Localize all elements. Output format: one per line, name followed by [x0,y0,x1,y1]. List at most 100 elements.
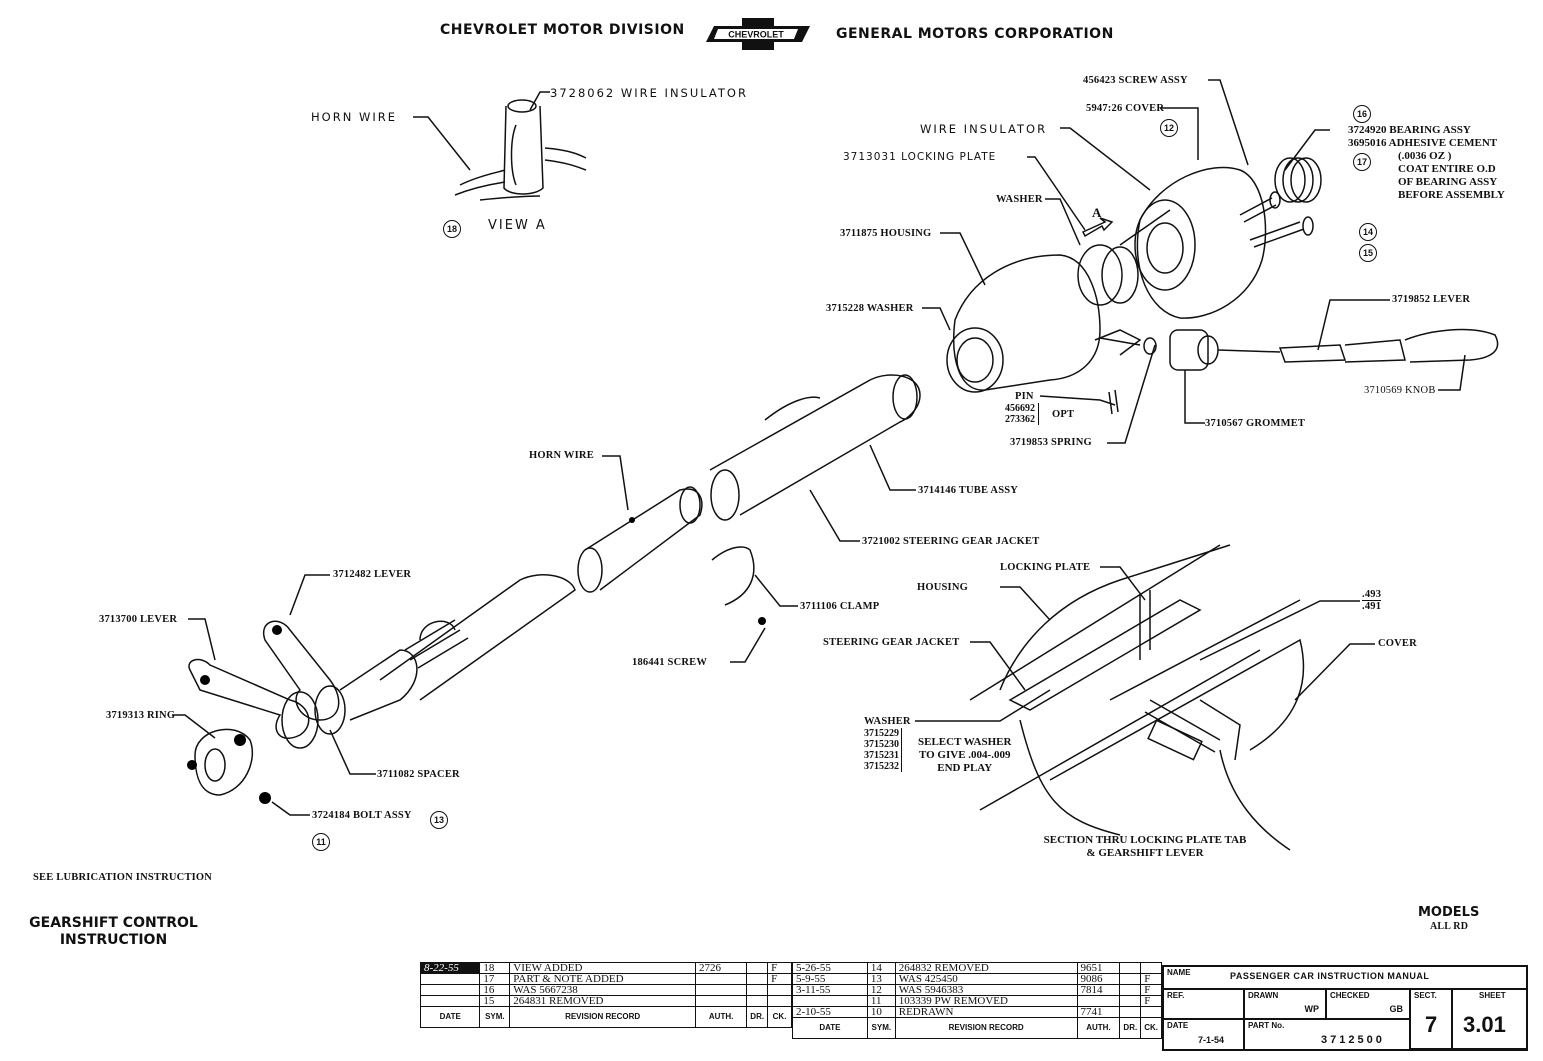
rev-auth: 7741 [1076,1006,1121,1018]
rev-sym: 14 [866,962,896,974]
rev-auth: 9651 [1076,962,1121,974]
rev-ck [1140,962,1162,974]
label-spacer: 3711082 SPACER [377,769,460,780]
dimension-tolerance: .493 .491 [1362,589,1382,612]
name-label: NAME [1167,968,1191,977]
rev-record: WAS 425450 [894,973,1078,985]
col-header-auth: AUTH. [694,1006,748,1028]
rev-record: WAS 5667238 [509,984,696,996]
col-header-ck: CK. [1140,1017,1162,1039]
label-steering-gear-jacket: 3721002 STEERING GEAR JACKET [862,536,1040,547]
rev-date [419,984,481,996]
rev-date [419,973,481,985]
rev-sym: 12 [866,984,896,996]
label-bearing-assy: 3724920 BEARING ASSY [1348,124,1471,136]
label-horn-wire: HORN WIRE [529,450,594,461]
col-header-dr: DR. [746,1006,769,1028]
bearing-note-line: BEFORE ASSEMBLY [1398,189,1505,201]
ref-circle-13: 13 [430,808,448,829]
rev-auth [1076,995,1121,1007]
rev-sym: 15 [479,995,511,1007]
table-header-row: DATE SYM. REVISION RECORD AUTH. DR. CK. [419,1006,792,1028]
ref-circle-15: 15 [1359,241,1377,262]
rev-ck [767,984,792,996]
section-caption: SECTION THRU LOCKING PLATE TAB & GEARSHI… [1034,834,1256,860]
col-header-ck: CK. [767,1006,792,1028]
label-lever-3719852: 3719852 LEVER [1392,294,1471,305]
shaft-lever-drawing [187,574,576,804]
rev-sym: 18 [479,962,511,974]
label-section-jacket: STEERING GEAR JACKET [823,637,960,648]
rev-record: 264831 REMOVED [509,995,696,1007]
models-label: MODELS [1418,905,1480,920]
washer-part-numbers: 3715229 3715230 3715231 3715232 [864,728,902,772]
rev-ck [767,995,792,1007]
title-block-part-cell: PART No. 3712500 [1244,1019,1410,1049]
rev-date: 8-22-55 [419,962,481,974]
rev-sym: 10 [866,1006,896,1018]
rev-ck: F [767,973,792,985]
checked-value: GB [1389,1004,1404,1014]
label-section-locking-plate: LOCKING PLATE [1000,562,1091,573]
rev-date [792,995,868,1007]
part-value: 3712500 [1321,1034,1385,1046]
sect-value: 7 [1425,1012,1438,1037]
sheet-value: 3.01 [1463,1012,1506,1037]
washer-part-number: 3715231 [864,750,899,761]
label-tube-assy: 3714146 TUBE ASSY [918,485,1019,496]
drawn-value: WP [1304,1004,1320,1014]
col-header-sym: SYM. [479,1006,511,1028]
col-header-record: REVISION RECORD [894,1017,1078,1039]
chevrolet-bowtie-logo: CHEVROLET [706,18,810,50]
washer-part-number: 3715230 [864,739,899,750]
label-lever-3712482: 3712482 LEVER [333,569,412,580]
bearing-assy-labels: 3724920 BEARING ASSY 3695016 ADHESIVE CE… [1348,124,1497,150]
rev-dr [746,973,769,985]
col-header-sym: SYM. [866,1017,896,1039]
section-caption-line: & GEARSHIFT LEVER [1086,847,1204,859]
col-header-dr: DR. [1119,1017,1142,1039]
leader-lines [172,79,1466,816]
label-section-housing: HOUSING [917,582,968,593]
rev-ck: F [1140,973,1162,985]
name-value: PASSENGER CAR INSTRUCTION MANUAL [1230,971,1430,981]
dimension-min: .491 [1362,601,1382,612]
view-arrow-a: A [1092,205,1102,220]
title-block-date-cell: DATE 7-1-54 [1164,1019,1244,1049]
rev-dr [1119,1006,1142,1018]
rev-date: 5-26-55 [792,962,868,974]
checked-label: CHECKED [1330,991,1370,1000]
label-cover: 5947:26 COVER [1086,103,1165,114]
ref-circle-17: 17 [1353,150,1371,171]
division-heading: CHEVROLET MOTOR DIVISION [440,22,685,38]
label-clamp: 3711106 CLAMP [800,601,880,612]
ref-circle-12: 12 [1160,116,1178,137]
ref-label: REF. [1167,991,1185,1000]
rev-dr [1119,973,1142,985]
label-section-cover: COVER [1378,638,1417,649]
washer-part-number: 3715229 [864,728,899,739]
rev-record: VIEW ADDED [509,962,696,974]
rev-record: 264832 REMOVED [894,962,1078,974]
bearing-note-line: (.0036 OZ ) [1398,150,1452,162]
view-a-insulator-drawing [413,91,587,201]
table-header-row: DATE SYM. REVISION RECORD AUTH. DR. CK. [792,1017,1162,1039]
rev-auth: 7814 [1076,984,1121,996]
label-knob: 3710569 KNOB [1364,385,1436,396]
pin-part-numbers: 456692 273362 [1005,403,1039,425]
ref-circle-16: 16 [1353,102,1371,123]
title-block: NAME PASSENGER CAR INSTRUCTION MANUAL RE… [1162,965,1528,1051]
ref-circle-11: 11 [312,830,330,851]
label-grommet: 3710567 GROMMET [1205,418,1306,429]
tube-jacket-drawing [577,374,921,625]
rev-auth: 9086 [1076,973,1121,985]
rev-dr [1119,962,1142,974]
dimension-max: .493 [1362,589,1382,601]
section-caption-line: SECTION THRU LOCKING PLATE TAB [1043,834,1247,846]
